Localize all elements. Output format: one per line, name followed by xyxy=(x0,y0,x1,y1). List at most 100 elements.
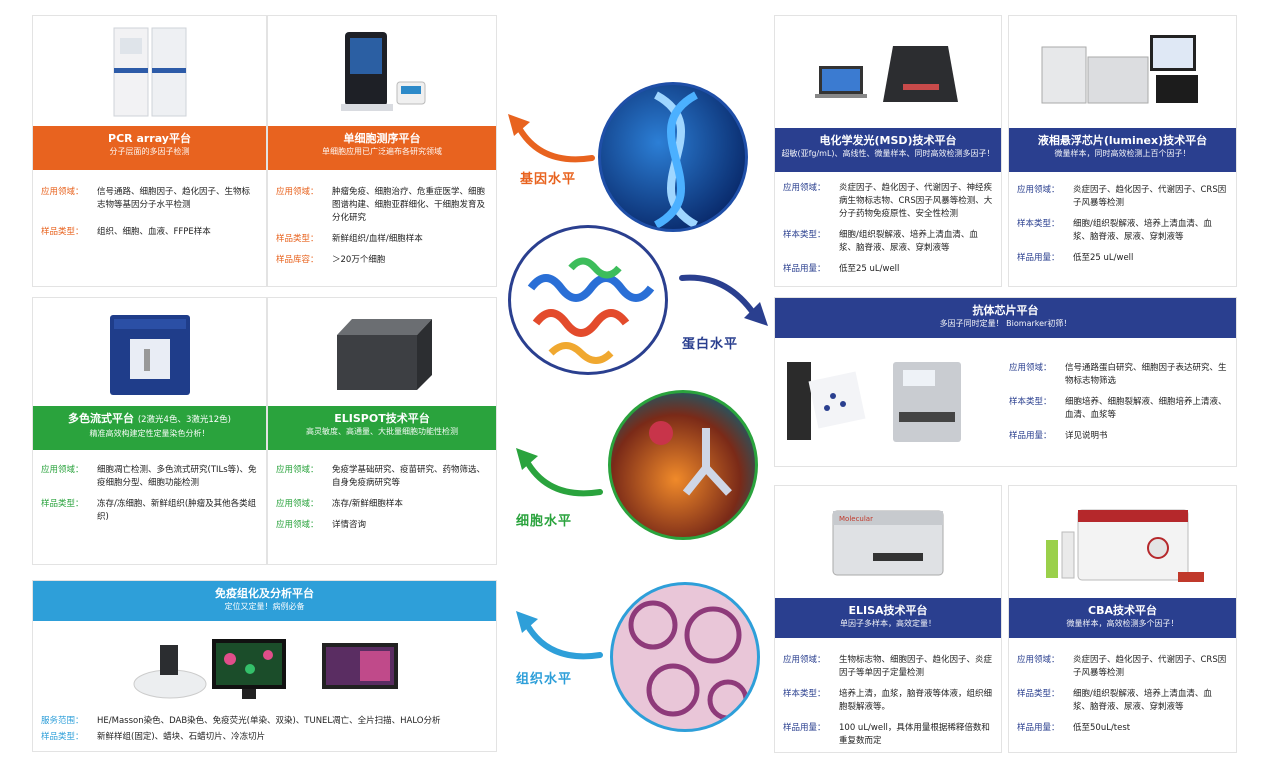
elispot-card[interactable]: ELISPOT技术平台 高灵敏度、高通量、大批量细胞功能性检测 应用领域： 免疫学… xyxy=(267,297,497,565)
detail-value: 新鲜组织/血样/细胞样本 xyxy=(332,234,423,244)
flow-details: 应用领域：细胞凋亡检测、多色流式研究(TILs等)、免疫细胞分型、细胞功能检测 … xyxy=(33,464,266,532)
detail-value: 100 uL/well，具体用量根据稀释倍数和重复数而定 xyxy=(839,723,990,746)
ihc-instrument-image xyxy=(33,625,496,713)
detail-key: 应用领域： xyxy=(1017,655,1060,665)
detail-key: 样品库容： xyxy=(276,255,319,265)
detail-row: 样品类型：组织、细胞、血液、FFPE样本 xyxy=(41,226,258,239)
cell-level-label: 细胞水平 xyxy=(516,514,573,529)
detail-key: 样本类型： xyxy=(783,230,826,240)
detail-key: 应用领域： xyxy=(276,520,319,530)
pcr-instrument-icon xyxy=(113,27,186,116)
detail-value: 低至25 uL/well xyxy=(1073,253,1134,263)
detail-value: 免疫学基础研究、疫苗研究、药物筛选、自身免疫病研究等 xyxy=(332,465,486,488)
ihc-details: 服务范围： HE/Masson染色、DAB染色、免疫荧光(单染、双染)、TUNEL… xyxy=(33,715,496,751)
msd-header: 电化学发光(MSD)技术平台 超敏(亚fg/mL)、高线性、微量样本、同时高效检… xyxy=(775,128,1001,172)
protein-level-label: 蛋白水平 xyxy=(682,337,739,352)
detail-value: HE/Masson染色、DAB染色、免疫荧光(单染、双染)、TUNEL凋亡、全片… xyxy=(97,716,441,726)
detail-value: 炎症因子、趋化因子、代谢因子、CRS因子风暴等检测 xyxy=(1073,655,1227,678)
luminex-title: 液相悬浮芯片(luminex)技术平台 xyxy=(1037,134,1208,147)
pcr-array-subtitle: 分子层面的多因子检测 xyxy=(109,147,190,156)
detail-row: 样品用量： 100 uL/well，具体用量根据稀释倍数和重复数而定 xyxy=(783,722,993,748)
detail-key: 样品用量： xyxy=(1017,723,1060,733)
antibody-icon xyxy=(649,421,732,496)
pcr-array-card[interactable]: PCR array平台 分子层面的多因子检测 应用领域：信号通路、细胞因子、趋化… xyxy=(32,15,267,287)
ihc-header: 免疫组化及分析平台 定位又定量！病例必备 xyxy=(33,581,496,621)
detail-value: 详见说明书 xyxy=(1065,431,1108,441)
gene-arrow-icon xyxy=(508,114,595,163)
luminex-instrument-icon xyxy=(1041,35,1198,104)
detail-value: ＞20万个细胞 xyxy=(332,255,386,265)
detail-value: 细胞/组织裂解液、培养上清血清、血浆、脑脊液、尿液、穿刺液等 xyxy=(839,230,978,253)
sc-seq-header: 单细胞测序平台 单细胞应用已广泛遍布各研究领域 xyxy=(268,126,496,170)
ihc-card[interactable]: 免疫组化及分析平台 定位又定量！病例必备 服务范围： HE/Masson染色、DA… xyxy=(32,580,497,752)
detail-value: 新鲜样组(固定)、蜡块、石蜡切片、冷冻切片 xyxy=(97,732,266,742)
luminex-card[interactable]: 液相悬浮芯片(luminex)技术平台 微量样本，同时高效检测上百个因子！ 应用… xyxy=(1008,15,1237,287)
detail-key: 样品用量： xyxy=(783,723,826,733)
elisa-subtitle: 单因子多样本，高效定量！ xyxy=(840,619,936,628)
detail-row: 应用领域：炎症因子、趋化因子、代谢因子、神经疾病生物标志物、CRS因子风暴等检测… xyxy=(783,182,993,221)
detail-key: 样品类型： xyxy=(41,732,84,742)
ihc-title: 免疫组化及分析平台 xyxy=(215,587,314,600)
detail-row: 应用领域：信号通路、细胞因子、趋化因子、生物标志物等基因分子水平检测 xyxy=(41,186,258,212)
detail-value: 低至25 uL/well xyxy=(839,264,900,274)
detail-key: 服务范围： xyxy=(41,716,84,726)
array-slide-icon xyxy=(787,362,866,440)
detail-key: 应用领域： xyxy=(276,187,319,197)
flow-title-main: 多色流式平台 xyxy=(67,412,134,425)
flow-header: 多色流式平台 (2激光4色、3激光12色) 精准高效构建定性定量染色分析！ xyxy=(33,406,266,450)
detail-row: 样本类型：培养上清，血浆，脑脊液等体液，组织细胞裂解液等。 xyxy=(783,688,993,714)
flow-title-note: (2激光4色、3激光12色) xyxy=(137,415,232,425)
elispot-details: 应用领域：免疫学基础研究、疫苗研究、药物筛选、自身免疫病研究等 应用领域：冻存/… xyxy=(268,464,496,540)
detail-row: 应用领域：炎症因子、趋化因子、代谢因子、CRS因子风暴等检测 xyxy=(1017,184,1228,210)
luminex-subtitle: 微量样本，同时高效检测上百个因子！ xyxy=(1054,149,1191,158)
detail-key: 样本类型： xyxy=(1009,397,1052,407)
detail-key: 应用领域： xyxy=(41,465,84,475)
cba-subtitle: 微量样本，高效检测多个因子！ xyxy=(1066,619,1179,628)
detail-row: 样品类型：细胞/组织裂解液、培养上清血清、血浆、脑脊液、尿液、穿刺液等 xyxy=(1017,688,1228,714)
flow-cytometry-card[interactable]: 多色流式平台 (2激光4色、3激光12色) 精准高效构建定性定量染色分析！ 应用… xyxy=(32,297,267,565)
detail-value: 细胞/组织裂解液、培养上清血清、血浆、脑脊液、尿液、穿刺液等 xyxy=(1073,219,1212,242)
tissue-arrow-icon xyxy=(516,611,603,660)
halo-analysis-icon xyxy=(321,643,398,689)
detail-row: 服务范围： HE/Masson染色、DAB染色、免疫荧光(单染、双染)、TUNEL… xyxy=(41,715,488,728)
detail-key: 样品用量： xyxy=(783,264,826,274)
detail-value: 炎症因子、趋化因子、代谢因子、CRS因子风暴等检测 xyxy=(1073,185,1227,208)
detail-value: 冻存/冻细胞、新鲜组织(肿瘤及其他各类组织) xyxy=(97,499,257,522)
elispot-title: ELISPOT技术平台 xyxy=(334,412,430,425)
detail-row: 应用领域：细胞凋亡检测、多色流式研究(TILs等)、免疫细胞分型、细胞功能检测 xyxy=(41,464,258,490)
elispot-header: ELISPOT技术平台 高灵敏度、高通量、大批量细胞功能性检测 xyxy=(268,406,496,450)
single-cell-seq-card[interactable]: 单细胞测序平台 单细胞应用已广泛遍布各研究领域 应用领域：肿瘤免疫、细胞治疗、危… xyxy=(267,15,497,287)
cell-arrow-icon xyxy=(516,448,603,497)
pcr-instrument-image xyxy=(33,16,266,126)
elisa-card[interactable]: Molecular ELISA技术平台 单因子多样本，高效定量！ 应用领域：生物… xyxy=(774,485,1002,753)
elispot-instrument-image xyxy=(268,298,496,406)
protein-arrow-icon xyxy=(679,274,768,326)
detail-row: 应用领域：生物标志物、细胞因子、趋化因子、炎症因子等单因子定量检测 xyxy=(783,654,993,680)
luminex-instrument-image xyxy=(1009,16,1236,128)
tissue-icon xyxy=(628,600,749,721)
msd-card[interactable]: 电化学发光(MSD)技术平台 超敏(亚fg/mL)、高线性、微量样本、同时高效检… xyxy=(774,15,1002,287)
cba-instrument-image xyxy=(1009,486,1236,598)
detail-row: 样品用量： 详见说明书 xyxy=(1009,430,1228,443)
detail-row: 应用领域：肿瘤免疫、细胞治疗、危重症医学、细胞图谱构建、细胞亚群细化、干细胞发育… xyxy=(276,186,488,225)
detail-row: 样品用量： 低至50uL/test xyxy=(1017,722,1228,735)
detail-key: 应用领域： xyxy=(1009,363,1052,373)
slide-scanner-icon xyxy=(133,639,286,699)
msd-subtitle: 超敏(亚fg/mL)、高线性、微量样本、同时高效检测多因子！ xyxy=(781,149,995,158)
pcr-array-details: 应用领域：信号通路、细胞因子、趋化因子、生物标志物等基因分子水平检测 样品类型：… xyxy=(33,186,266,247)
detail-key: 样品用量： xyxy=(1009,431,1052,441)
antibody-array-card[interactable]: 抗体芯片平台 多因子同时定量！ Biomarker初筛！ 应用领域：信号通路蛋白… xyxy=(774,297,1237,467)
cba-card[interactable]: CBA技术平台 微量样本，高效检测多个因子！ 应用领域： 炎症因子、趋化因子、代谢… xyxy=(1008,485,1237,753)
detail-row: 样本类型： 细胞/组织裂解液、培养上清血清、血浆、脑脊液、尿液、穿刺液等 xyxy=(783,229,993,255)
protein-icon xyxy=(527,257,655,364)
detail-value: 细胞培养、细胞裂解液、细胞培养上清液、血清、血浆等 xyxy=(1065,397,1227,420)
elisa-title: ELISA技术平台 xyxy=(848,604,928,617)
detail-key: 样品类型： xyxy=(41,227,84,237)
detail-key: 样品用量： xyxy=(1017,253,1060,263)
detail-value: 低至50uL/test xyxy=(1073,723,1131,733)
msd-instrument-icon xyxy=(815,46,958,102)
detail-key: 样品类型： xyxy=(276,234,319,244)
msd-instrument-image xyxy=(775,16,1001,128)
cba-header: CBA技术平台 微量样本，高效检测多个因子！ xyxy=(1009,598,1236,638)
detail-value: 冻存/新鲜细胞样本 xyxy=(332,499,403,509)
